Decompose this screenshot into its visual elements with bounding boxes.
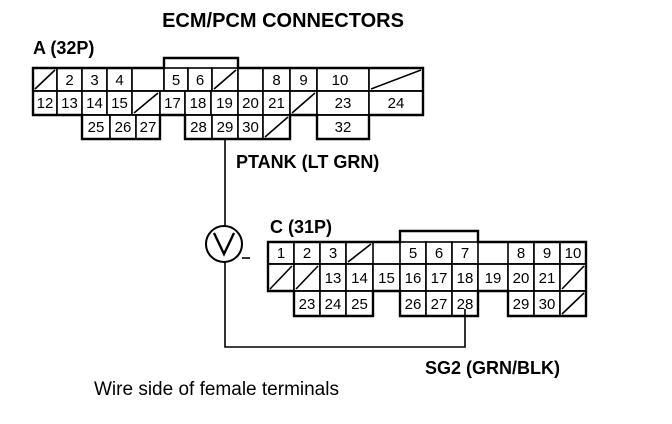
a-pin-2-label: 2 bbox=[65, 72, 73, 89]
a-pin-blank bbox=[237, 67, 264, 92]
a-pin-12-label: 12 bbox=[37, 95, 54, 112]
c-pin-13-label: 13 bbox=[325, 270, 342, 287]
c-pin-21-label: 21 bbox=[539, 270, 556, 287]
a-pin-20 bbox=[237, 90, 264, 116]
a-pin-9-label: 9 bbox=[299, 72, 307, 89]
diagram-title: ECM/PCM CONNECTORS bbox=[162, 10, 404, 32]
a-pin-32-label: 32 bbox=[335, 119, 352, 136]
c-pin-8-label: 8 bbox=[517, 245, 525, 262]
c-pin-18 bbox=[451, 263, 479, 292]
c-pin-15-label: 15 bbox=[378, 270, 395, 287]
voltmeter-icon bbox=[205, 225, 250, 263]
a-pin-26-label: 26 bbox=[115, 119, 132, 136]
a-pin-20-label: 20 bbox=[242, 95, 259, 112]
a-pin-17 bbox=[159, 90, 186, 116]
c-pin-blank-slash bbox=[295, 265, 319, 290]
a-pin-23-label: 23 bbox=[335, 95, 352, 112]
a-pin-3-label: 3 bbox=[90, 72, 98, 89]
caption: Wire side of female terminals bbox=[94, 379, 339, 400]
c-pin-5-label: 5 bbox=[409, 245, 417, 262]
a-pin-15-label: 15 bbox=[111, 95, 128, 112]
c-pin-28-label: 28 bbox=[457, 296, 474, 313]
a-pin-14-label: 14 bbox=[86, 95, 103, 112]
a-pin-21 bbox=[262, 90, 291, 116]
c-pin-30 bbox=[533, 290, 561, 317]
c-pin-blank-slash bbox=[561, 265, 585, 290]
a-pin-blank-slash bbox=[370, 69, 422, 90]
c-pin-blank-slash bbox=[561, 292, 585, 315]
a-pin-blank-slash bbox=[264, 116, 289, 138]
a-pin-15 bbox=[106, 90, 133, 116]
c-pin-19-label: 19 bbox=[485, 270, 502, 287]
a-pin-10-label: 10 bbox=[332, 72, 349, 89]
c-pin-17-label: 17 bbox=[431, 270, 448, 287]
c-pin-25 bbox=[345, 290, 374, 317]
c-pin-24-label: 24 bbox=[325, 296, 342, 313]
a-pin-18 bbox=[184, 90, 212, 116]
a-pin-8-label: 8 bbox=[272, 72, 280, 89]
a-pin-27-label: 27 bbox=[140, 119, 157, 136]
c-pin-25-label: 25 bbox=[351, 296, 368, 313]
c-pin-23-label: 23 bbox=[299, 296, 316, 313]
a-pin-blank bbox=[131, 67, 165, 92]
c-pin-16-label: 16 bbox=[405, 270, 422, 287]
a-pin-4-label: 4 bbox=[115, 72, 123, 89]
connector-a-row-2: 12 13 14 15 17 18 19 20 21 23 24 bbox=[32, 90, 424, 116]
c-pin-9-label: 9 bbox=[543, 245, 551, 262]
c-pin-blank-slash bbox=[269, 265, 293, 290]
a-pin-14 bbox=[81, 90, 108, 116]
c-pin-30-label: 30 bbox=[539, 296, 556, 313]
c-pin-16 bbox=[399, 263, 427, 292]
a-pin-blank-slash bbox=[133, 92, 159, 114]
c-pin-7-label: 7 bbox=[461, 245, 469, 262]
connector-c: 1 2 3 5 6 7 8 9 10 13 bbox=[266, 229, 588, 318]
c-pin-blank-slash bbox=[347, 243, 372, 263]
c-pin-2-label: 2 bbox=[303, 245, 311, 262]
a-pin-18-label: 18 bbox=[190, 95, 207, 112]
c-pin-20-label: 20 bbox=[513, 270, 530, 287]
sg2-wire bbox=[224, 262, 466, 348]
a-pin-25-label: 25 bbox=[88, 119, 105, 136]
a-pin-21-label: 21 bbox=[268, 95, 285, 112]
a-pin-28-label: 28 bbox=[190, 119, 207, 136]
c-pin-27-label: 27 bbox=[431, 296, 448, 313]
connector-a-row-3: 25 26 27 28 29 30 32 bbox=[81, 114, 370, 140]
a-pin-6-label: 6 bbox=[196, 72, 204, 89]
connector-c-label: C (31P) bbox=[270, 217, 332, 237]
a-pin-blank-slash bbox=[291, 92, 316, 114]
a-pin-blank-slash bbox=[213, 69, 237, 90]
a-pin-30-label: 30 bbox=[242, 119, 259, 136]
connector-a-row-1: 2 3 4 5 6 8 9 10 bbox=[32, 67, 424, 92]
a-pin-blank-slash bbox=[34, 69, 56, 90]
voltmeter-v-mark bbox=[212, 232, 236, 257]
a-pin-19-label: 19 bbox=[216, 95, 233, 112]
connector-a: 2 3 4 5 6 8 9 10 12 13 bbox=[31, 56, 425, 141]
a-pin-17-label: 17 bbox=[164, 95, 181, 112]
a-pin-13-label: 13 bbox=[61, 95, 78, 112]
a-pin-24-label: 24 bbox=[388, 95, 405, 112]
sg2-wire-label: SG2 (GRN/BLK) bbox=[425, 358, 560, 378]
c-pin-29-label: 29 bbox=[513, 296, 530, 313]
c-pin-20 bbox=[507, 263, 535, 292]
c-pin-26-label: 26 bbox=[405, 296, 422, 313]
a-pin-29-label: 29 bbox=[217, 119, 234, 136]
c-pin-14-label: 14 bbox=[351, 270, 368, 287]
c-pin-18-label: 18 bbox=[457, 270, 474, 287]
a-pin-5-label: 5 bbox=[172, 72, 180, 89]
c-pin-6-label: 6 bbox=[435, 245, 443, 262]
c-pin-1-label: 1 bbox=[277, 245, 285, 262]
c-pin-3-label: 3 bbox=[329, 245, 337, 262]
connector-c-row-1: 1 2 3 5 6 7 8 9 10 bbox=[267, 241, 587, 265]
ptank-wire-label: PTANK (LT GRN) bbox=[236, 152, 379, 172]
c-pin-10-label: 10 bbox=[565, 245, 582, 262]
connector-a-label: A (32P) bbox=[33, 38, 94, 58]
connector-c-row-3: 23 24 25 26 27 28 29 30 bbox=[293, 290, 587, 317]
connector-c-row-2: 13 14 15 16 17 18 19 20 21 bbox=[267, 263, 587, 292]
